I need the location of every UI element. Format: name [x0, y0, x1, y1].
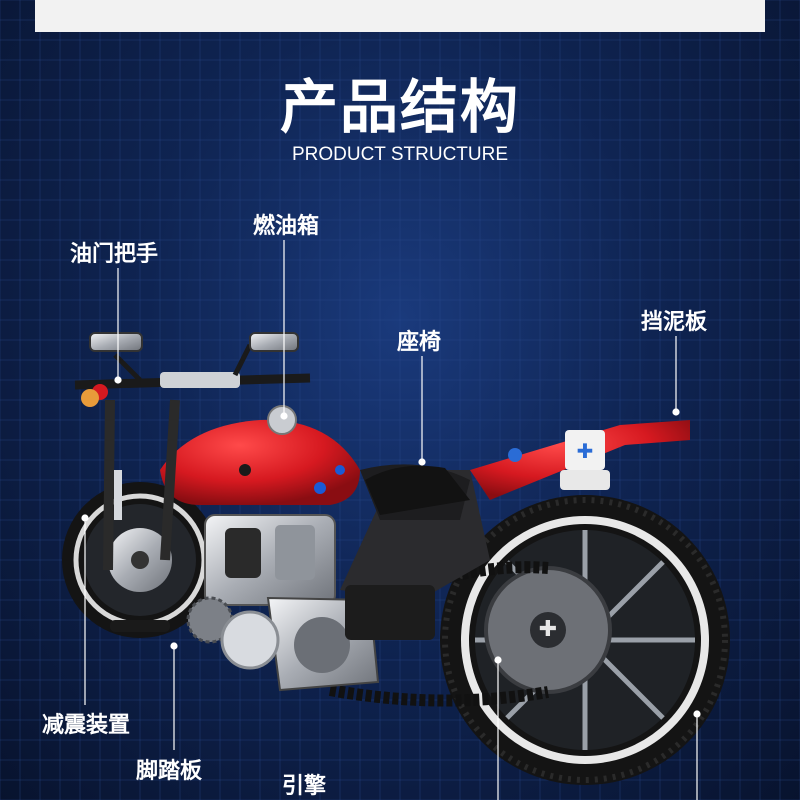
engine-block [186, 514, 429, 692]
label-footrest: 脚踏板 [136, 759, 203, 784]
svg-text:✚: ✚ [577, 439, 594, 463]
leader-footrest-dot [170, 642, 178, 650]
label-fender: 挡泥板 [641, 310, 708, 335]
front-fork [103, 399, 180, 571]
title-english: PRODUCT STRUCTURE [291, 144, 509, 165]
top-white-band [35, 0, 765, 32]
handlebar [74, 332, 311, 407]
title-chinese: 产品结构 [279, 73, 520, 141]
leader-seat-dot [418, 458, 426, 466]
fuel-tank [160, 405, 360, 505]
label-fuel-tank: 燃油箱 [253, 214, 320, 239]
leader-chain-dot [494, 656, 502, 664]
label-seat: 座椅 [397, 330, 442, 355]
leader-rear-tire-dot [693, 710, 701, 718]
label-engine: 引擎 [282, 774, 327, 799]
seat [365, 465, 470, 515]
svg-text:✚: ✚ [539, 617, 557, 642]
leader-shock-dot [81, 514, 89, 522]
leader-fender-dot [672, 408, 680, 416]
leader-fuel-tank-dot [280, 412, 288, 420]
leader-throttle-dot [114, 376, 122, 384]
label-shock: 减震装置 [42, 713, 131, 738]
label-throttle: 油门把手 [70, 242, 159, 267]
footrest [110, 620, 170, 632]
rear-fender: ✚ [470, 420, 690, 500]
